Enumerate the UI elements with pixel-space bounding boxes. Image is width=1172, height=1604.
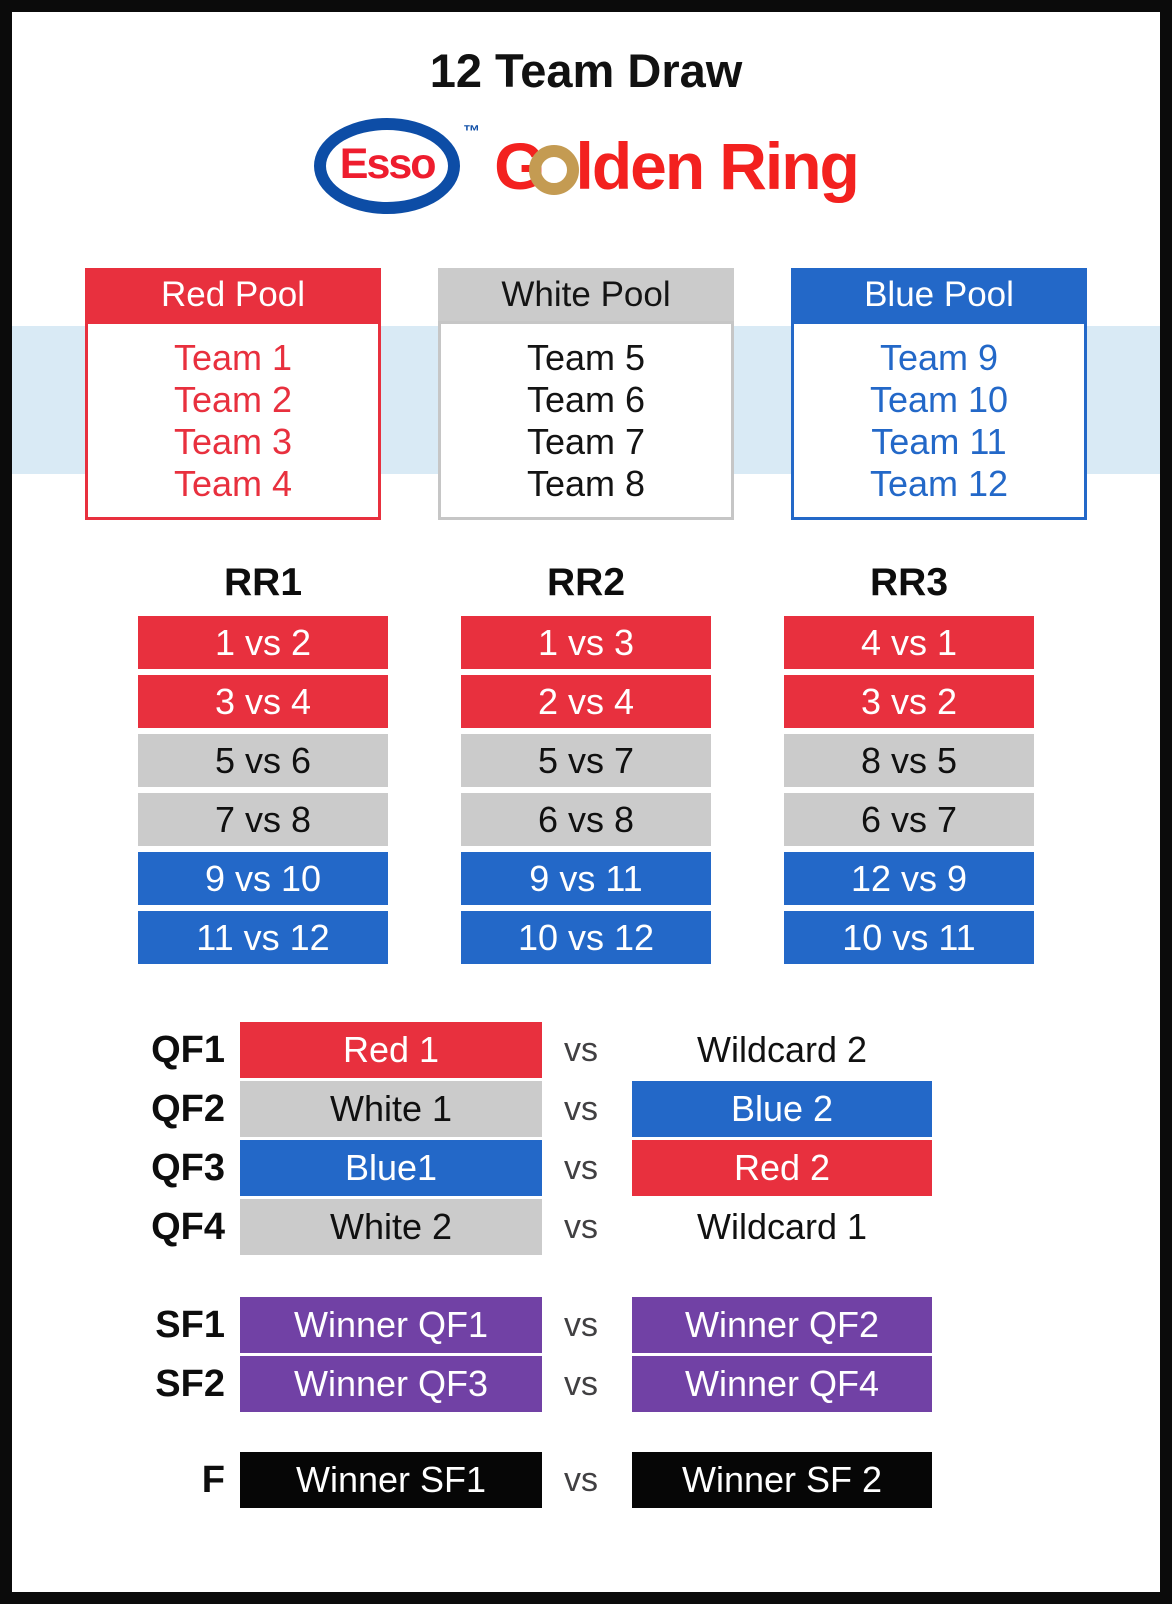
qf2-left-slot: White 1	[240, 1081, 542, 1137]
page-title: 12 Team Draw	[429, 44, 743, 97]
pool-white-teams: Team 5 Team 6 Team 7 Team 8	[438, 321, 734, 520]
match-label: F	[201, 1458, 225, 1501]
esso-oval-icon: Esso	[314, 118, 461, 214]
qf1-row: QF1 Red 1 vs Wildcard 2	[12, 1022, 1160, 1078]
pool-blue: Blue Pool Team 9 Team 10 Team 11 Team 12	[791, 268, 1087, 520]
sf2-right-slot: Winner QF4	[632, 1356, 932, 1412]
quarterfinals-section: QF1 Red 1 vs Wildcard 2 QF2 White 1 vs B…	[12, 1022, 1160, 1255]
sf1-left-slot: Winner QF1	[240, 1297, 542, 1353]
qf3-row: QF3 Blue1 vs Red 2	[12, 1140, 1160, 1196]
final-right-slot: Winner SF 2	[632, 1452, 932, 1508]
sf2-left-slot: Winner QF3	[240, 1356, 542, 1412]
team-name: Team 9	[879, 336, 999, 378]
sf1-row: SF1 Winner QF1 vs Winner QF2	[12, 1297, 1160, 1353]
team-name: Team 7	[526, 420, 646, 462]
vs-label: vs	[564, 1460, 598, 1499]
rr-match: 2 vs 4	[461, 675, 711, 728]
team-name: Team 2	[173, 378, 293, 420]
pool-blue-header: Blue Pool	[791, 268, 1087, 321]
golden-ring-text-ring: Ring	[719, 128, 860, 203]
team-name: Team 10	[869, 378, 1009, 420]
pool-red-teams: Team 1 Team 2 Team 3 Team 4	[85, 321, 381, 520]
team-name: Team 12	[869, 462, 1009, 504]
match-label: QF3	[151, 1146, 225, 1189]
rr-match: 12 vs 9	[784, 852, 1034, 905]
vs-label: vs	[564, 1207, 598, 1246]
round-header: RR2	[546, 561, 626, 604]
pool-red-header: Red Pool	[85, 268, 381, 321]
match-label: SF1	[155, 1303, 225, 1346]
team-name: Team 5	[526, 336, 646, 378]
team-name: Team 4	[173, 462, 293, 504]
team-name: Team 8	[526, 462, 646, 504]
vs-label: vs	[564, 1305, 598, 1344]
rr-match: 11 vs 12	[138, 911, 388, 964]
rr-match: 10 vs 12	[461, 911, 711, 964]
team-name: Team 6	[526, 378, 646, 420]
round-robin-round-1: RR1 1 vs 2 3 vs 4 5 vs 6 7 vs 8 9 vs 10 …	[138, 562, 388, 970]
trademark-symbol: ™	[463, 122, 481, 141]
sf1-right-slot: Winner QF2	[632, 1297, 932, 1353]
round-header: RR3	[869, 561, 949, 604]
rr-match: 5 vs 6	[138, 734, 388, 787]
final-row: F Winner SF1 vs Winner SF 2	[12, 1452, 1160, 1508]
esso-logo-text: Esso	[339, 139, 437, 188]
rr-match: 9 vs 11	[461, 852, 711, 905]
qf1-left-slot: Red 1	[240, 1022, 542, 1078]
rr-match: 1 vs 2	[138, 616, 388, 669]
rr-match: 6 vs 7	[784, 793, 1034, 846]
pools-section: Red Pool Team 1 Team 2 Team 3 Team 4 Whi…	[12, 268, 1160, 520]
semifinals-section: SF1 Winner QF1 vs Winner QF2 SF2 Winner …	[12, 1297, 1160, 1412]
final-left-slot: Winner SF1	[240, 1452, 542, 1508]
vs-label: vs	[564, 1089, 598, 1128]
rr-match: 8 vs 5	[784, 734, 1034, 787]
golden-ring-logo: G lden Ring	[494, 128, 860, 203]
qf2-row: QF2 White 1 vs Blue 2	[12, 1081, 1160, 1137]
round-robin-section: RR1 1 vs 2 3 vs 4 5 vs 6 7 vs 8 9 vs 10 …	[12, 562, 1160, 970]
round-header: RR1	[223, 561, 303, 604]
esso-logo: Esso ™	[314, 118, 480, 214]
vs-label: vs	[564, 1364, 598, 1403]
pool-red: Red Pool Team 1 Team 2 Team 3 Team 4	[85, 268, 381, 520]
qf4-right-slot: Wildcard 1	[696, 1206, 868, 1247]
qf2-right-slot: Blue 2	[632, 1081, 932, 1137]
pool-blue-teams: Team 9 Team 10 Team 11 Team 12	[791, 321, 1087, 520]
match-label: QF1	[151, 1028, 225, 1071]
match-label: QF4	[151, 1205, 225, 1248]
golden-ring-text-lden: lden	[575, 128, 706, 203]
qf3-right-slot: Red 2	[632, 1140, 932, 1196]
rr-match: 7 vs 8	[138, 793, 388, 846]
match-label: QF2	[151, 1087, 225, 1130]
match-label: SF2	[155, 1362, 225, 1405]
rr-match: 6 vs 8	[461, 793, 711, 846]
rr-match: 4 vs 1	[784, 616, 1034, 669]
vs-label: vs	[564, 1030, 598, 1069]
round-robin-round-2: RR2 1 vs 3 2 vs 4 5 vs 7 6 vs 8 9 vs 11 …	[461, 562, 711, 970]
round-robin-round-3: RR3 4 vs 1 3 vs 2 8 vs 5 6 vs 7 12 vs 9 …	[784, 562, 1034, 970]
team-name: Team 3	[173, 420, 293, 462]
logo-row: Esso ™ G lden Ring	[12, 118, 1160, 214]
qf4-left-slot: White 2	[240, 1199, 542, 1255]
rr-match: 10 vs 11	[784, 911, 1034, 964]
qf3-left-slot: Blue1	[240, 1140, 542, 1196]
pool-white-header: White Pool	[438, 268, 734, 321]
rr-match: 5 vs 7	[461, 734, 711, 787]
pool-white: White Pool Team 5 Team 6 Team 7 Team 8	[438, 268, 734, 520]
final-section: F Winner SF1 vs Winner SF 2	[12, 1452, 1160, 1508]
rr-match: 1 vs 3	[461, 616, 711, 669]
team-name: Team 11	[871, 420, 1007, 462]
pool-row: Red Pool Team 1 Team 2 Team 3 Team 4 Whi…	[12, 268, 1160, 520]
vs-label: vs	[564, 1148, 598, 1187]
qf4-row: QF4 White 2 vs Wildcard 1	[12, 1199, 1160, 1255]
rr-match: 3 vs 2	[784, 675, 1034, 728]
qf1-right-slot: Wildcard 2	[696, 1029, 868, 1070]
rr-match: 9 vs 10	[138, 852, 388, 905]
rr-match: 3 vs 4	[138, 675, 388, 728]
gold-ring-icon	[528, 145, 579, 196]
sf2-row: SF2 Winner QF3 vs Winner QF4	[12, 1356, 1160, 1412]
team-name: Team 1	[173, 336, 293, 378]
